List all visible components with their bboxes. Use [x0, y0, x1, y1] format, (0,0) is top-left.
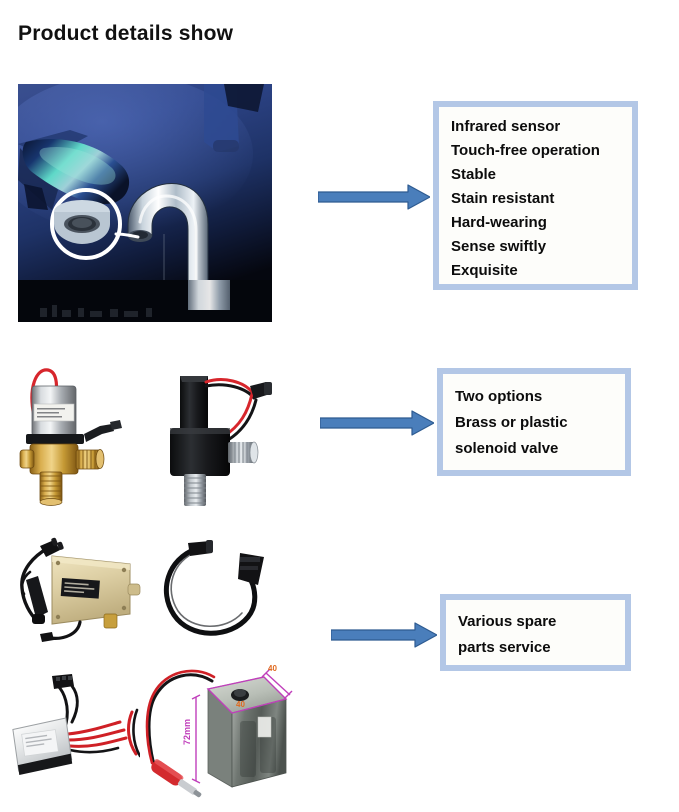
callout-line: Various spare	[458, 613, 557, 630]
valve-options-callout: Two options Brass or plastic solenoid va…	[437, 368, 631, 476]
battery-box-photo: 72mm 40 40	[140, 655, 298, 803]
battery-dimension-top-b: 40	[236, 700, 245, 709]
callout-line: Brass or plastic	[455, 413, 568, 431]
callout-line: Exquisite	[451, 262, 518, 279]
callout-line: Hard-wearing	[451, 214, 547, 231]
connection-cable-photo	[152, 535, 287, 647]
callout-line: Infrared sensor	[451, 118, 561, 135]
power-control-box-photo	[10, 530, 145, 655]
callout-line: solenoid valve	[455, 439, 559, 457]
battery-dimension-height: 72mm	[182, 719, 192, 745]
battery-dimension-top-a: 40	[268, 664, 277, 673]
spare-parts-callout: Various spare parts service	[440, 594, 631, 671]
callout-line: Stain resistant	[451, 190, 555, 207]
page-title: Product details show	[18, 22, 234, 45]
plastic-solenoid-valve-photo	[160, 360, 285, 508]
callout-line: Sense swiftly	[451, 238, 547, 255]
features-callout: Infrared sensor Touch-free operation Sta…	[433, 101, 638, 290]
callout-line: parts service	[458, 638, 551, 656]
sensor-faucet-photo	[18, 84, 272, 322]
callout-line: Stable	[451, 166, 497, 183]
control-module-photo	[8, 660, 140, 782]
arrow-right-3	[330, 620, 438, 650]
brass-solenoid-valve-photo	[14, 358, 144, 506]
arrow-right-2	[319, 408, 435, 438]
arrow-right-1	[317, 182, 431, 212]
callout-line: Two options	[455, 388, 543, 405]
callout-line: Touch-free operation	[451, 142, 600, 159]
